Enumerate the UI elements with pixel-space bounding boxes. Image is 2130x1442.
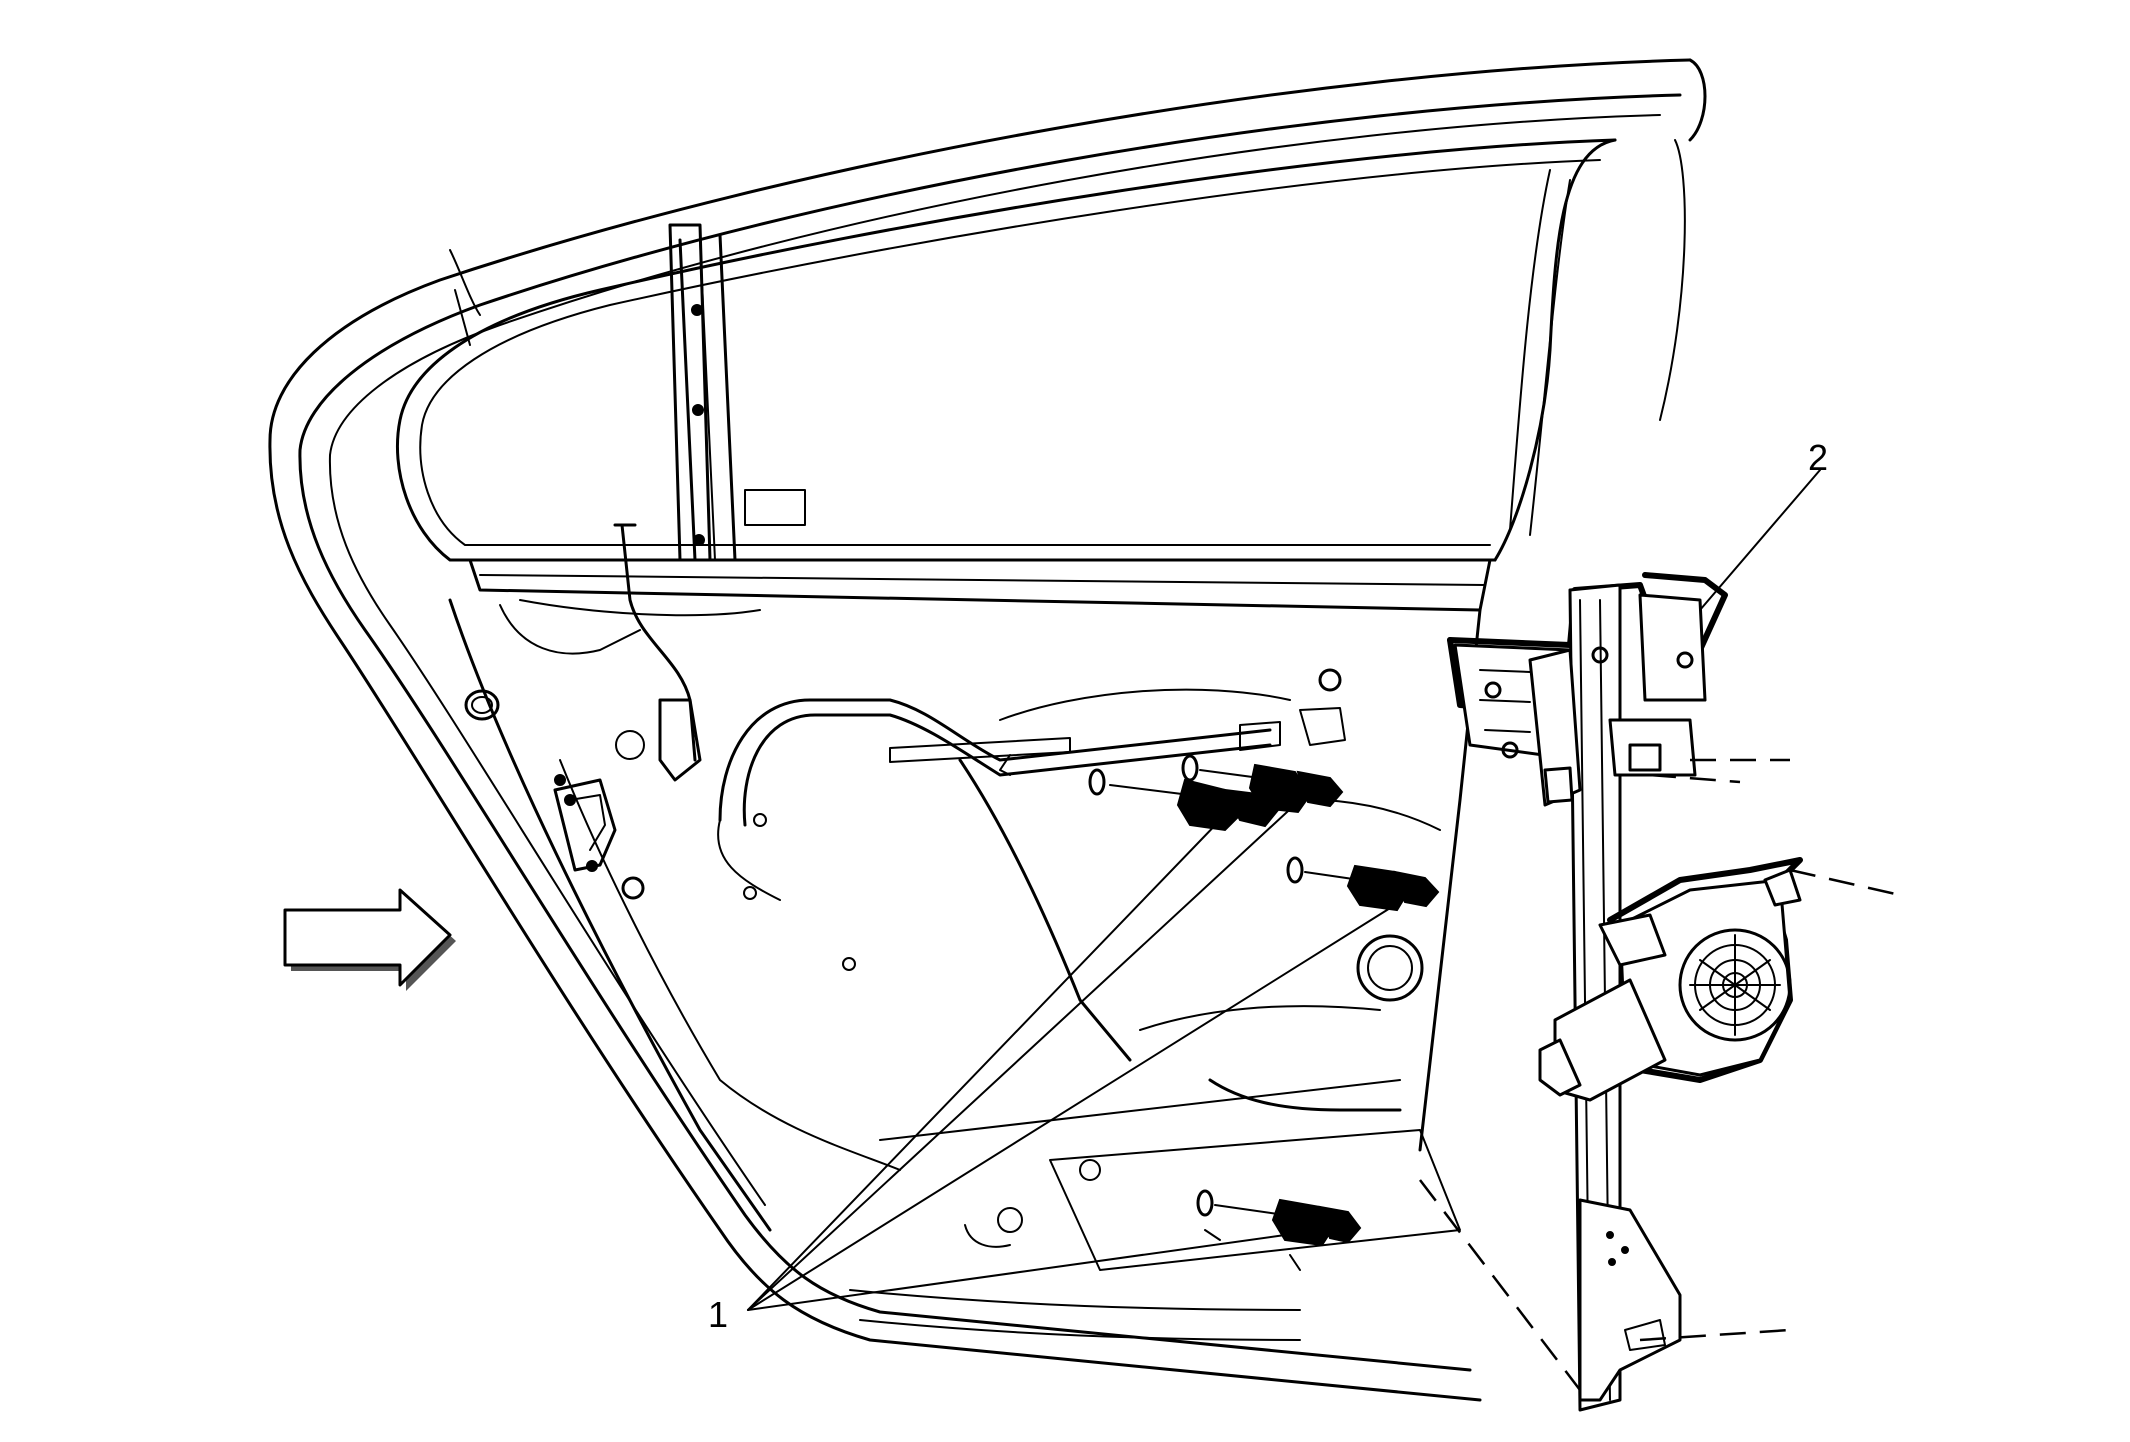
inner-door-panel (448, 598, 1482, 1341)
release-cable (717, 698, 1281, 901)
window-glass-opening (395, 138, 1617, 562)
door-latch (553, 774, 645, 900)
callout-1-leaders (747, 799, 1396, 1311)
bolt-lower (1214, 1198, 1362, 1247)
callout-label-1: 1 (708, 1294, 728, 1335)
beltline-reinforcement (468, 558, 1492, 655)
bolt-holes (1088, 754, 1304, 1217)
callout-2-leader (1699, 469, 1821, 611)
b-pillar-strip (668, 223, 712, 562)
window-motor (1538, 857, 1803, 1102)
lock-rod (613, 523, 697, 762)
bolt-middle (1304, 864, 1440, 912)
bolt-upper-right (1199, 763, 1344, 814)
alignment-dashed-lines (1419, 758, 1901, 1391)
direction-arrow-icon (283, 888, 456, 991)
door-frame (268, 58, 1707, 1402)
callout-label-2: 2 (1808, 437, 1828, 478)
